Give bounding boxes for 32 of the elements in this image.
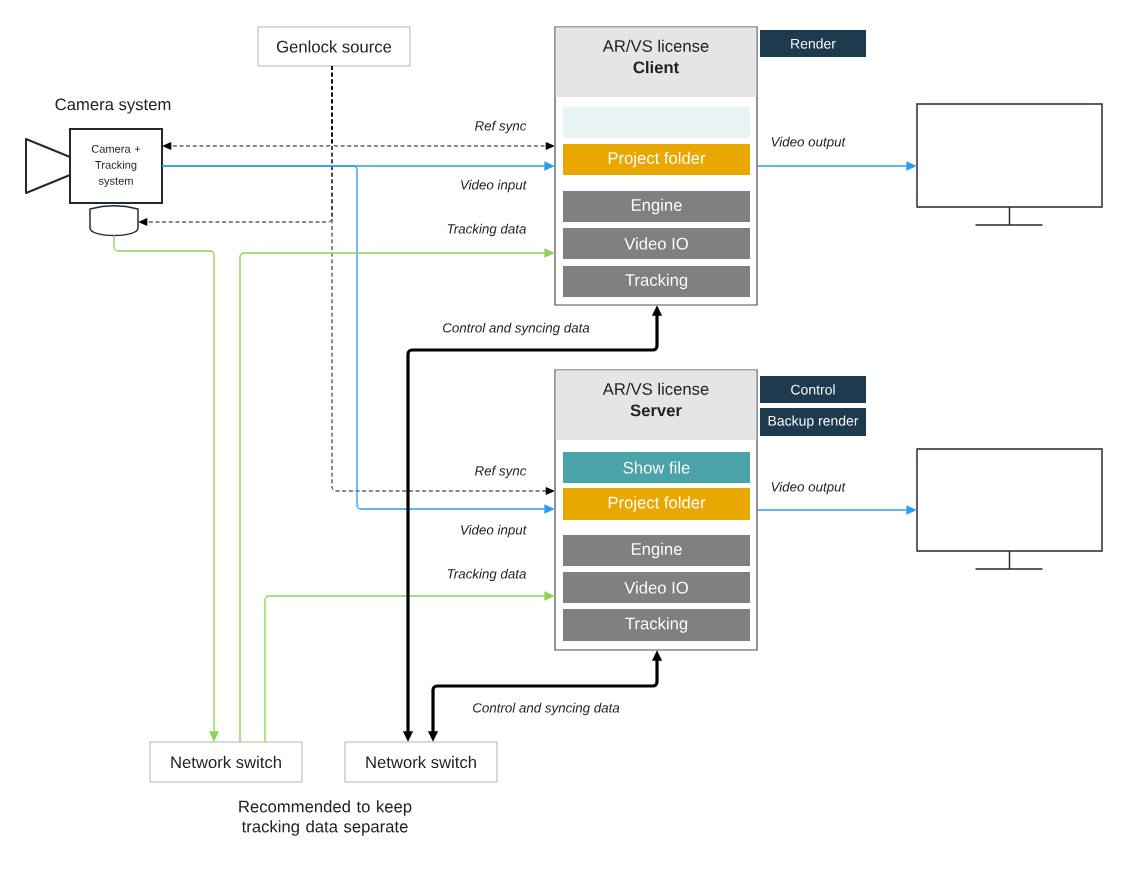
module-bar: Engine [563,535,750,566]
edge-label: Video input [458,523,528,539]
edge-label: Video input [458,178,528,194]
role-tag: Backup render [760,408,866,436]
edge-label: Control and syncing data [470,701,622,717]
monitor-drawing [916,448,1103,570]
switch-box: Network switch [344,741,498,783]
node-caption: Camera system [55,98,171,114]
edge-label: Ref sync [473,119,528,135]
note-text: Recommended to keep tracking data separate [239,800,412,836]
monitor-drawing [916,103,1103,226]
source-box: Genlock source [257,26,411,67]
edge-label: Ref sync [473,464,528,480]
edge-label: Video output [769,480,847,496]
edge-label: Tracking data [445,567,528,583]
tracker-drawing [89,205,139,237]
module-bar: Tracking [563,266,750,297]
module-bar: Project folder [563,488,750,520]
module-bar: Show file [563,452,750,483]
switch-box: Network switch [149,741,303,783]
role-tag: Control [760,376,866,403]
module-bar: Tracking [563,609,750,641]
module-bar: Project folder [563,144,750,175]
edge-label: Tracking data [445,222,528,238]
role-tag: Render [760,30,866,57]
edge-label: Video output [769,135,847,151]
edge-label: Control and syncing data [440,321,592,337]
camera-drawing: Camera + Tracking system [25,128,163,204]
arrow [331,65,555,495]
module-bar: Engine [563,191,750,222]
module-bar: Video IO [563,228,750,259]
module-bar: Video IO [563,572,750,603]
